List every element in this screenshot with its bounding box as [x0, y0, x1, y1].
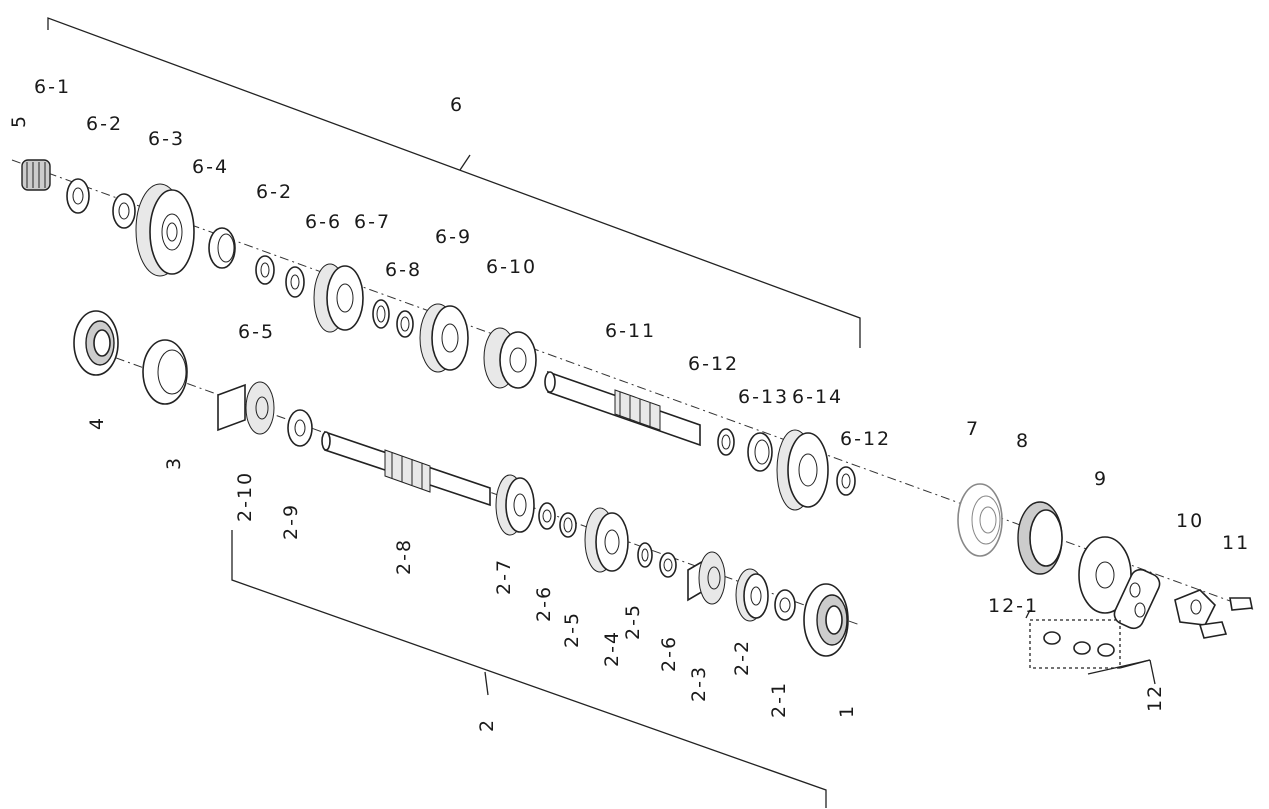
part-6-14-gear [776, 429, 829, 511]
bracket-group-2 [231, 530, 827, 808]
part-8-oil-seal [1017, 501, 1063, 575]
label-2-5-a: 2-5 [561, 610, 583, 648]
label-2-2: 2-2 [731, 638, 753, 676]
label-2-6-a: 2-6 [533, 584, 555, 622]
label-2-3: 2-3 [688, 664, 710, 702]
label-6-10: 6-10 [486, 256, 538, 278]
part-12-1-chain-link [1029, 619, 1121, 669]
label-10: 10 [1176, 510, 1205, 532]
part-4-bearing [73, 310, 119, 376]
part-6-2-washer-b [285, 266, 305, 298]
label-6-4: 6-4 [192, 156, 230, 178]
label-6-2-a: 6-2 [86, 113, 124, 135]
label-6-12-b: 6-12 [840, 428, 892, 450]
part-7-bearing [957, 483, 1003, 557]
part-2-3-gear [687, 551, 726, 605]
part-6-9-gear [419, 303, 469, 373]
part-2-8-mainshaft [321, 430, 491, 507]
label-2: 2 [476, 717, 498, 732]
part-2-10-gear [217, 381, 275, 435]
label-2-9: 2-9 [280, 502, 302, 540]
label-9: 9 [1094, 468, 1109, 490]
part-6-13-bushing [747, 432, 773, 472]
part-6-12-washer-a [717, 428, 735, 456]
part-6-11-countershaft [544, 370, 701, 447]
label-2-6-b: 2-6 [658, 634, 680, 672]
upper-shaft-axis [11, 159, 1256, 611]
label-2-1: 2-1 [768, 680, 790, 718]
part-2-9-washer [287, 409, 313, 447]
bracket-group-6 [47, 17, 861, 348]
label-7: 7 [966, 418, 981, 440]
part-2-7-gear [495, 474, 535, 536]
label-6-9: 6-9 [435, 226, 473, 248]
part-2-1-washer [774, 589, 796, 621]
part-3-oil-seal [142, 339, 188, 405]
label-2-8: 2-8 [393, 537, 415, 575]
label-6-11: 6-11 [605, 320, 657, 342]
label-6-13: 6-13 [738, 386, 790, 408]
label-6-3: 6-3 [148, 128, 186, 150]
label-5: 5 [8, 113, 30, 128]
label-12-1: 12-1 [988, 595, 1040, 617]
label-8: 8 [1016, 430, 1031, 452]
part-2-6-washer-b [659, 552, 677, 578]
lower-shaft-axis [79, 344, 861, 626]
part-2-5-circlip-b [637, 542, 653, 568]
label-1: 1 [836, 703, 858, 718]
part-6-2-washer-a [112, 193, 136, 229]
part-6-8-washer [396, 310, 414, 338]
part-6-6-gear [313, 263, 364, 333]
label-3: 3 [163, 455, 185, 470]
label-6-6: 6-6 [305, 211, 343, 233]
part-11-bolts [1198, 597, 1253, 639]
label-6-14: 6-14 [792, 386, 844, 408]
label-11: 11 [1222, 532, 1251, 554]
label-12: 12 [1144, 683, 1166, 712]
label-4: 4 [86, 415, 108, 430]
label-6-7: 6-7 [354, 211, 392, 233]
part-6-4-bushing [208, 227, 236, 269]
part-2-6-washer-a [538, 502, 556, 530]
part-2-2-gear [735, 568, 769, 622]
label-6-5: 6-5 [238, 321, 276, 343]
part-6-3-gear [135, 183, 195, 277]
part-1-bearing [803, 583, 849, 657]
part-2-5-circlip-a [559, 512, 577, 538]
part-6-1-washer [66, 178, 90, 214]
part-2-4-gear [584, 507, 629, 573]
label-2-5-b: 2-5 [622, 602, 644, 640]
part-6-5-ring [255, 255, 275, 285]
label-6-2-b: 6-2 [256, 181, 294, 203]
part-12-chain [1113, 568, 1161, 630]
part-6-12-washer-b [836, 466, 856, 496]
part-6-10-gear [483, 327, 537, 389]
label-2-4: 2-4 [601, 629, 623, 667]
label-6: 6 [450, 94, 465, 116]
part-5-needle-bearing [21, 159, 51, 191]
label-6-12-a: 6-12 [688, 353, 740, 375]
label-6-1: 6-1 [34, 76, 72, 98]
part-10-plate [1174, 589, 1216, 626]
label-2-7: 2-7 [493, 557, 515, 595]
label-6-8: 6-8 [385, 259, 423, 281]
part-6-7-circlip [372, 299, 390, 329]
label-2-10: 2-10 [234, 470, 256, 522]
